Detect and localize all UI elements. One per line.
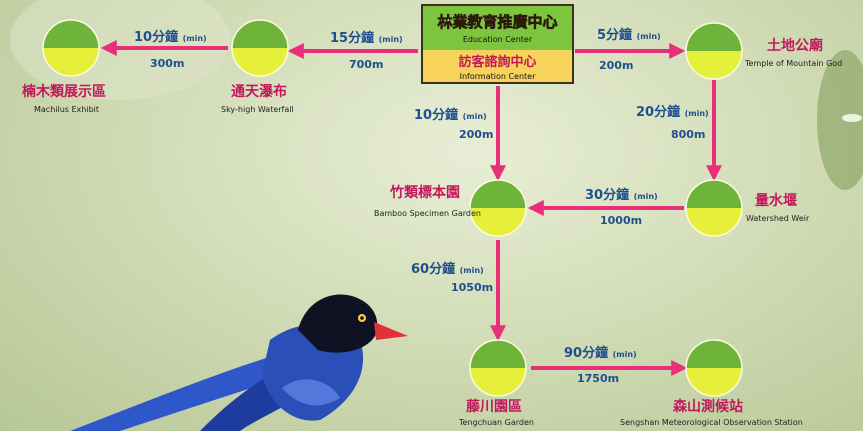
route-center-waterfall-time: 15分鐘 (min) <box>330 31 403 46</box>
node-machilus-label: 楠木類展示區 <box>22 84 106 100</box>
route-center-waterfall-distance: 700m <box>349 58 384 71</box>
information-center-title-en: Information Center <box>459 72 536 81</box>
route-waterfall-machilus-distance: 300m <box>150 57 185 70</box>
node-waterfall-label: 通天瀑布 <box>231 84 287 100</box>
node-temple-label: 土地公廟 <box>767 38 823 54</box>
route-center-bamboo-distance: 200m <box>459 128 494 141</box>
route-center-temple-distance: 200m <box>599 59 634 72</box>
node-tengchuan-label: 藤川園區 <box>466 399 522 415</box>
route-weir-bamboo-time: 30分鐘 (min) <box>585 188 658 203</box>
route-tengchuan-sengshan-time: 90分鐘 (min) <box>564 346 637 361</box>
node-bamboo-label: 竹類標本園 <box>390 185 460 201</box>
education-center-title-zh: 林業教育推廣中心 <box>437 13 558 31</box>
node-waterfall-marker <box>231 19 289 77</box>
node-weir-label-en: Watershed Weir <box>746 214 810 223</box>
node-sengshan-marker <box>685 339 743 397</box>
route-temple-weir-distance: 800m <box>671 128 706 141</box>
node-bamboo-marker <box>469 179 527 237</box>
node-sengshan-label-en: Sengshan Meteorological Observation Stat… <box>620 418 803 427</box>
node-machilus-marker <box>42 19 100 77</box>
route-temple-weir-time: 20分鐘 (min) <box>636 105 709 120</box>
node-bamboo-label-en: Bamboo Specimen Garden <box>374 209 481 218</box>
node-sengshan-label: 森山測候站 <box>673 399 743 415</box>
node-temple-marker <box>685 22 743 80</box>
node-tengchuan-marker <box>469 339 527 397</box>
education-center-header <box>423 6 572 50</box>
node-weir-marker <box>685 179 743 237</box>
information-center-title-zh: 訪客諮詢中心 <box>458 55 537 70</box>
route-weir-bamboo-distance: 1000m <box>600 214 643 227</box>
route-center-bamboo-time: 10分鐘 (min) <box>414 108 487 123</box>
node-tengchuan-label-en: Tengchuan Garden <box>459 418 534 427</box>
route-bamboo-tengchuan-distance: 1050m <box>451 281 494 294</box>
node-machilus-label-en: Machilus Exhibit <box>34 105 100 114</box>
node-waterfall-label-en: Sky-high Waterfall <box>221 105 294 114</box>
education-center-box: 林業教育推廣中心 Education Center 訪客諮詢中心 Informa… <box>421 4 574 84</box>
route-center-temple-time: 5分鐘 (min) <box>597 28 661 43</box>
route-tengchuan-sengshan-distance: 1750m <box>577 372 620 385</box>
node-temple-label-en: Temple of Mountain God <box>745 59 843 68</box>
route-waterfall-machilus-time: 10分鐘 (min) <box>134 30 207 45</box>
education-center-title-en: Education Center <box>462 35 533 44</box>
node-weir-label: 量水堰 <box>755 193 797 209</box>
route-bamboo-tengchuan-time: 60分鐘 (min) <box>411 262 484 277</box>
